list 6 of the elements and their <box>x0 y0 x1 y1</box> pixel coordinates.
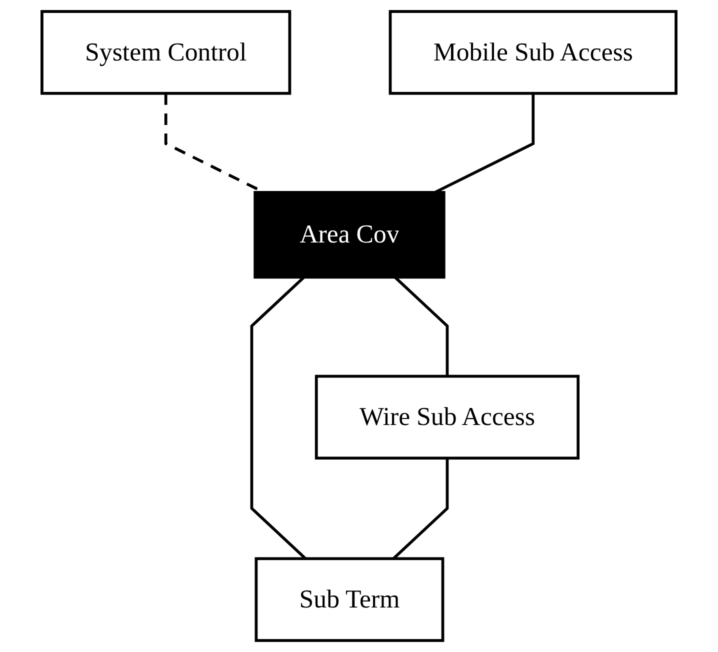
node-box: Mobile Sub Access <box>388 10 678 95</box>
node-box: Sub Term <box>254 557 444 642</box>
connector <box>392 458 449 560</box>
node-box: System Control <box>40 10 292 95</box>
node-box: Wire Sub Access <box>314 374 580 460</box>
node-box: Area Cov <box>254 191 446 279</box>
